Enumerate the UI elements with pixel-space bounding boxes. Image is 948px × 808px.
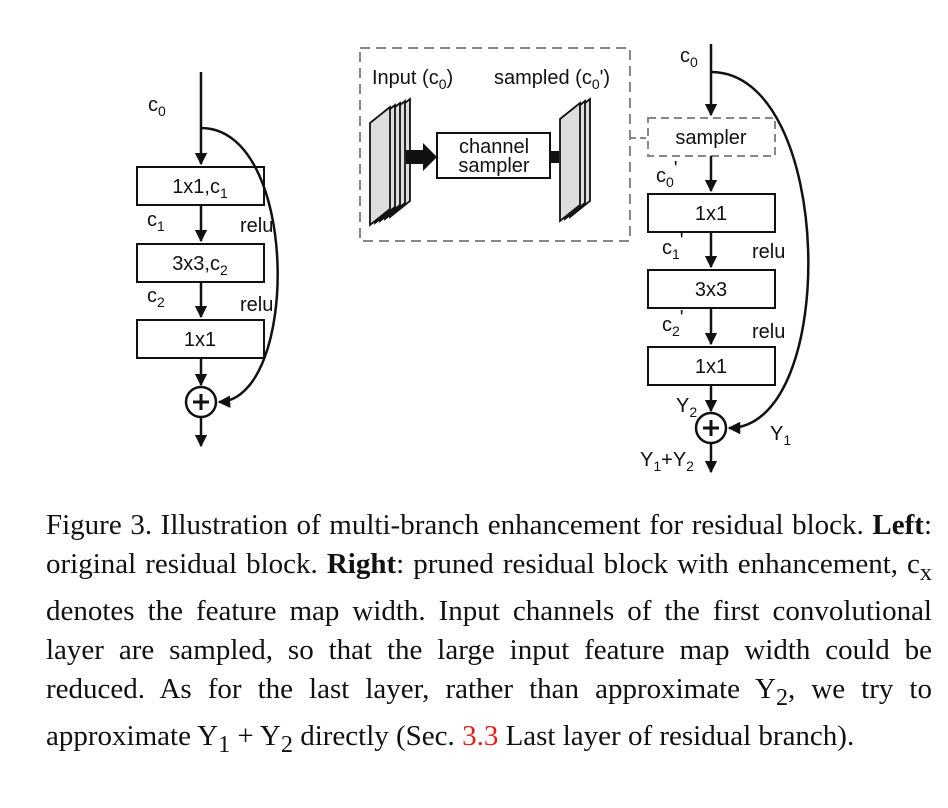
right-sampler-label: sampler	[675, 127, 746, 149]
left-conv2-label: 3x3,c2	[172, 253, 228, 278]
sampled-feature-stack	[559, 97, 591, 223]
right-output-label: Y1+Y2	[640, 449, 694, 474]
channel-sampler-line1: channel	[459, 136, 529, 158]
left-relu2-label: relu	[240, 294, 273, 316]
section-ref-link[interactable]: 3.3	[462, 719, 499, 752]
right-input-label: c0	[680, 45, 698, 70]
right-conv2-label: 3x3	[695, 279, 727, 301]
right-skip-connection	[710, 70, 810, 435]
inset-arrow-out	[550, 151, 559, 163]
inset-sampled-label: sampled (c0')	[494, 67, 610, 92]
left-skip-connection	[200, 126, 279, 408]
right-conv1-box	[647, 193, 776, 233]
diagram: c0 1x1,c1 c1 relu 3x3,c2 c2 relu 1x1 Inp…	[136, 44, 810, 474]
input-feature-stack	[369, 97, 411, 227]
right-c1p-label: c1'	[662, 230, 684, 262]
right-plus-icon	[703, 420, 719, 436]
channel-sampler-line2: sampler	[458, 155, 529, 177]
channel-sampler-box	[436, 132, 551, 179]
left-residual-block: c0 1x1,c1 c1 relu 3x3,c2 c2 relu 1x1	[136, 72, 279, 448]
inset-frame	[359, 47, 631, 242]
right-relu2-label: relu	[752, 321, 785, 343]
left-c2-label: c2	[147, 285, 165, 310]
right-c0p-label: c0'	[656, 158, 678, 190]
left-plus-icon	[193, 394, 209, 410]
inset-input-label: Input (c0)	[372, 67, 453, 92]
right-relu1-label: relu	[752, 241, 785, 263]
right-conv3-box	[647, 346, 776, 386]
left-relu1-label: relu	[240, 215, 273, 237]
left-conv3-box	[136, 319, 265, 359]
left-c1-label: c1	[147, 209, 165, 234]
left-input-label: c0	[148, 94, 166, 119]
right-conv3-label: 1x1	[695, 356, 727, 378]
channel-sampler-inset: Input (c0) sampled (c0') channel sampler	[359, 47, 647, 242]
left-conv3-label: 1x1	[184, 329, 216, 351]
right-y2-label: Y2	[676, 395, 697, 420]
right-y1-label: Y1	[770, 423, 791, 448]
figure-caption: Figure 3. Illustration of multi-branch e…	[46, 509, 932, 758]
right-residual-block: c0 sampler c0' 1x1 c1' relu 3x3 c2' relu…	[640, 44, 810, 474]
right-conv1-label: 1x1	[695, 203, 727, 225]
right-c2p-label: c2'	[662, 307, 684, 339]
left-conv2-box	[136, 243, 265, 283]
inset-arrow-in	[406, 143, 437, 171]
left-conv1-label: 1x1,c1	[172, 176, 228, 201]
